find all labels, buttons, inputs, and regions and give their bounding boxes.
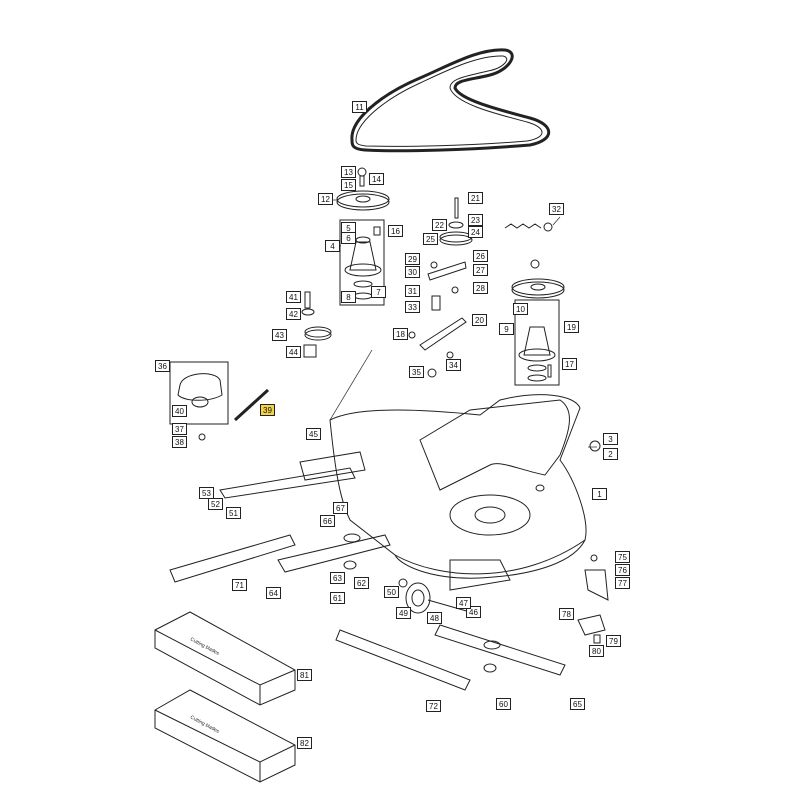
callout[interactable]: 49: [396, 607, 411, 619]
callout[interactable]: 21: [468, 192, 483, 204]
callout[interactable]: 51: [226, 507, 241, 519]
wheel-drawing: [398, 578, 471, 614]
callout[interactable]: 81: [297, 669, 312, 681]
callout[interactable]: 61: [330, 592, 345, 604]
callout[interactable]: 29: [405, 253, 420, 265]
cutter-deck-drawing: [219, 394, 587, 591]
callout[interactable]: 38: [172, 436, 187, 448]
callout[interactable]: 35: [409, 366, 424, 378]
callout[interactable]: 8: [341, 291, 356, 303]
callout[interactable]: 25: [423, 233, 438, 245]
callout[interactable]: 36: [155, 360, 170, 372]
right-spindle-drawing: [511, 259, 565, 386]
callout-highlighted[interactable]: 39: [260, 404, 275, 416]
callout[interactable]: 42: [286, 308, 301, 320]
right-bracket-drawing: [577, 440, 609, 644]
callout[interactable]: 45: [306, 428, 321, 440]
callout[interactable]: 62: [354, 577, 369, 589]
callout[interactable]: 17: [562, 358, 577, 370]
callout[interactable]: 3: [603, 433, 618, 445]
callout[interactable]: 14: [369, 173, 384, 185]
callout[interactable]: 44: [286, 346, 301, 358]
box82-label: Cutting blades: [189, 714, 220, 735]
callout[interactable]: 11: [352, 101, 367, 113]
callout[interactable]: 80: [589, 645, 604, 657]
callout[interactable]: 82: [297, 737, 312, 749]
callout[interactable]: 18: [393, 328, 408, 340]
callout[interactable]: 32: [549, 203, 564, 215]
callout[interactable]: 48: [427, 612, 442, 624]
callout[interactable]: 16: [388, 225, 403, 237]
callout[interactable]: 7: [371, 286, 386, 298]
callout[interactable]: 6: [341, 232, 356, 244]
callout[interactable]: 67: [333, 502, 348, 514]
callout[interactable]: 10: [513, 303, 528, 315]
callout[interactable]: 12: [318, 193, 333, 205]
callout[interactable]: 28: [473, 282, 488, 294]
callout[interactable]: 76: [615, 564, 630, 576]
callout[interactable]: 66: [320, 515, 335, 527]
callout[interactable]: 4: [325, 240, 340, 252]
callout[interactable]: 26: [473, 250, 488, 262]
callout[interactable]: 77: [615, 577, 630, 589]
callout[interactable]: 65: [570, 698, 585, 710]
callout[interactable]: 64: [266, 587, 281, 599]
callout[interactable]: 19: [564, 321, 579, 333]
callout[interactable]: 13: [341, 166, 356, 178]
blade-box-drawing: [154, 611, 296, 783]
callout[interactable]: 31: [405, 285, 420, 297]
callout[interactable]: 23: [468, 214, 483, 226]
callout[interactable]: 27: [473, 264, 488, 276]
callout[interactable]: 46: [466, 606, 481, 618]
callout[interactable]: 60: [496, 698, 511, 710]
callout[interactable]: 79: [606, 635, 621, 647]
callout[interactable]: 47: [456, 597, 471, 609]
callout[interactable]: 34: [446, 359, 461, 371]
callout[interactable]: 43: [272, 329, 287, 341]
callout[interactable]: 52: [208, 498, 223, 510]
callout[interactable]: 72: [426, 700, 441, 712]
box81-label: Cutting blades: [189, 636, 220, 657]
belt-drawing: [350, 48, 551, 153]
callout[interactable]: 30: [405, 266, 420, 278]
callout[interactable]: 1: [592, 488, 607, 500]
leader-lines: [329, 99, 597, 448]
blades-drawing: [169, 533, 566, 691]
callout[interactable]: 71: [232, 579, 247, 591]
cover-assembly-drawing: [169, 361, 270, 441]
callout[interactable]: 53: [199, 487, 214, 499]
callout[interactable]: 2: [603, 448, 618, 460]
callout[interactable]: 41: [286, 291, 301, 303]
callout[interactable]: 75: [615, 551, 630, 563]
callout[interactable]: 78: [559, 608, 574, 620]
callout[interactable]: 37: [172, 423, 187, 435]
callout[interactable]: 50: [384, 586, 399, 598]
callout[interactable]: 33: [405, 301, 420, 313]
callout[interactable]: 15: [341, 179, 356, 191]
callout[interactable]: 20: [472, 314, 487, 326]
callout[interactable]: 9: [499, 323, 514, 335]
callout[interactable]: 63: [330, 572, 345, 584]
callout[interactable]: 40: [172, 405, 187, 417]
callout[interactable]: 22: [432, 219, 447, 231]
callout[interactable]: 24: [468, 226, 483, 238]
idler-pulley-drawing: [301, 291, 332, 358]
